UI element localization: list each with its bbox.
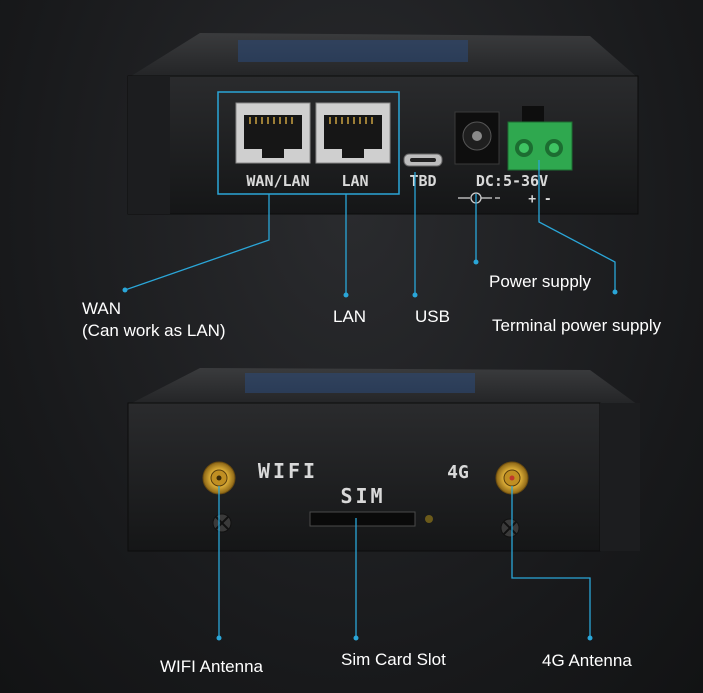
g4-silk: 4G xyxy=(447,462,469,483)
router-bottom-sticker xyxy=(245,373,475,393)
sim-card-slot xyxy=(309,511,416,527)
wifi-silk: WIFI xyxy=(258,459,318,483)
wan-callout-sub: (Can work as LAN) xyxy=(82,321,226,340)
wan-port xyxy=(235,102,311,164)
wan-callout-line xyxy=(124,194,270,291)
top-callout-dots xyxy=(122,259,618,298)
router-back-panel xyxy=(127,402,601,552)
usb-callout-label: USB xyxy=(415,307,450,326)
wan-lan-silk: WAN/LAN xyxy=(246,172,309,190)
lan-callout-label: LAN xyxy=(333,307,367,326)
terminal-block xyxy=(507,106,573,171)
g4-antenna-label: 4G Antenna xyxy=(542,651,632,670)
router-bottom-side-edge xyxy=(600,403,640,551)
g4-callout-line xyxy=(511,486,591,638)
top-callout-lines xyxy=(124,160,616,295)
lan-port xyxy=(315,102,391,164)
terminal-callout-line xyxy=(538,160,616,292)
ports-highlight-box xyxy=(217,91,400,195)
wifi-screw xyxy=(212,513,232,533)
router-bottom-device: WIFI 4G SIM xyxy=(127,368,640,552)
lan-silk: LAN xyxy=(341,172,368,190)
dc-voltage-silk: DC:5-36V xyxy=(476,172,548,190)
wifi-antenna-label: WIFI Antenna xyxy=(160,657,263,676)
dc-jack xyxy=(454,111,500,165)
bottom-callout-lines xyxy=(218,486,591,638)
terminal-callout-label: Terminal power supply xyxy=(492,316,662,335)
terminal-polarity-silk: + - xyxy=(528,192,551,207)
router-side-edge xyxy=(128,76,170,214)
g4-sma-connector xyxy=(495,461,529,495)
g4-screw xyxy=(500,518,520,538)
bottom-callout-dots xyxy=(216,635,593,641)
wifi-sma-connector xyxy=(202,461,236,495)
wan-callout-title: WAN xyxy=(82,299,122,318)
router-top-device: WAN/LAN LAN TBD DC:5-36V + - xyxy=(127,33,639,215)
sim-slot-label: Sim Card Slot xyxy=(341,650,446,669)
tbd-silk: TBD xyxy=(409,172,436,190)
sim-silk: SIM xyxy=(340,484,385,508)
status-led xyxy=(425,515,433,523)
power-callout-label: Power supply xyxy=(489,272,592,291)
router-sticker xyxy=(238,40,468,62)
